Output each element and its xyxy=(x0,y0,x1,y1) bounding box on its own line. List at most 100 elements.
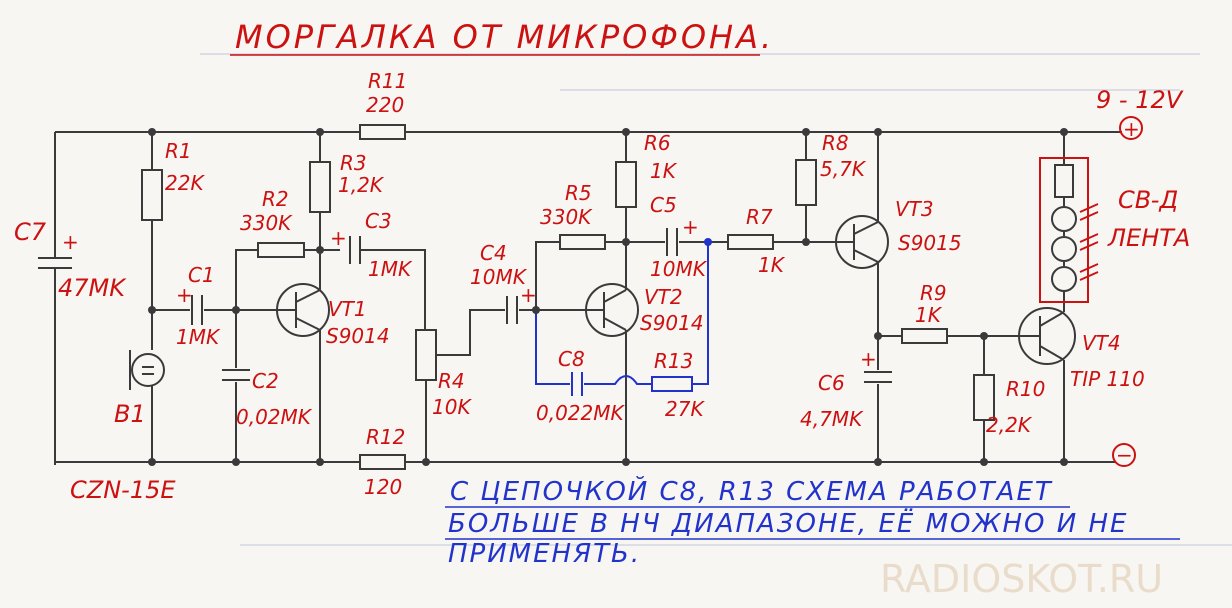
resistor-r11 xyxy=(359,124,406,140)
r4-label: R4 xyxy=(438,369,465,393)
transistor-vt2 xyxy=(585,283,639,462)
capacitor-c4 xyxy=(506,296,518,324)
r7-label: R7 xyxy=(746,205,773,229)
resistor-r1 xyxy=(141,169,163,221)
plus-terminal-label: + xyxy=(1123,117,1140,141)
vt3-model: S9015 xyxy=(898,231,962,255)
vt1-label: VT1 xyxy=(328,297,367,321)
r2-value: 330K xyxy=(240,211,293,235)
r13-chain-wire-right xyxy=(692,242,709,385)
r2-label: R2 xyxy=(262,187,289,211)
capacitor-c5 xyxy=(666,228,678,256)
c1-value: 1MK xyxy=(176,325,221,349)
b1-label: B1 xyxy=(114,400,146,428)
capacitor-c6 xyxy=(864,371,892,383)
r10-label: R10 xyxy=(1006,377,1045,401)
capacitor-c8 xyxy=(571,372,583,396)
r11-label: R11 xyxy=(368,69,407,93)
led-strip xyxy=(1051,164,1077,300)
c4-label: C4 xyxy=(480,241,507,265)
note-line-2: БОЛЬШЕ В НЧ ДИАПАЗОНЕ, ЕЁ МОЖНО И НЕ xyxy=(448,507,1128,539)
resistor-r5 xyxy=(559,234,606,250)
vt2-model: S9014 xyxy=(640,311,704,335)
watermark: RADIOSKOT.RU xyxy=(880,557,1163,601)
c6-label: C6 xyxy=(818,371,845,395)
resistor-r6 xyxy=(615,161,637,208)
r1-value: 22K xyxy=(165,171,205,195)
capacitor-c7 xyxy=(38,257,72,269)
r3-label: R3 xyxy=(340,151,367,175)
r7-value: 1K xyxy=(758,253,786,277)
c1-label: C1 xyxy=(188,263,215,287)
mic-model: CZN-15E xyxy=(70,476,176,504)
resistor-r2 xyxy=(257,242,305,258)
c7-value: 47MK xyxy=(58,274,127,302)
c1-plus: + xyxy=(176,283,193,307)
r13-value: 27K xyxy=(665,397,705,421)
r5-label: R5 xyxy=(565,181,592,205)
c4-value: 10MK xyxy=(470,265,528,289)
transistor-vt3 xyxy=(835,132,889,370)
r5-wire-left xyxy=(535,241,560,310)
capacitor-c1 xyxy=(191,295,203,325)
led-label-1: CB-Д xyxy=(1118,186,1178,214)
r13-label: R13 xyxy=(654,349,693,373)
led-strip-frame xyxy=(1039,157,1089,303)
r12-value: 120 xyxy=(364,475,402,499)
r3-value: 1,2K xyxy=(338,173,385,197)
r9-value: 1K xyxy=(915,303,943,327)
r4-value: 10K xyxy=(432,395,472,419)
resistor-r12 xyxy=(359,454,406,470)
vt4-model: TIP 110 xyxy=(1070,367,1145,391)
r9-label: R9 xyxy=(920,281,947,305)
c8-r13-crossover xyxy=(584,375,652,385)
r12-label: R12 xyxy=(366,425,405,449)
resistor-r9 xyxy=(901,328,948,344)
c7-label: C7 xyxy=(14,218,47,246)
r6-value: 1K xyxy=(650,159,678,183)
note-line-3: ПРИМЕНЯТЬ. xyxy=(448,539,641,569)
microphone-b1 xyxy=(129,350,165,462)
resistor-r3 xyxy=(309,161,331,213)
transistor-vt1 xyxy=(276,283,330,462)
r5-value: 330K xyxy=(540,205,593,229)
r11-value: 220 xyxy=(366,93,404,117)
c5-plus: + xyxy=(682,215,699,239)
c5-value: 10MK xyxy=(650,257,708,281)
supply-voltage-label: 9 - 12V xyxy=(1096,86,1184,114)
c3-value: 1MK xyxy=(368,257,413,281)
c8-value: 0,022MK xyxy=(536,401,626,425)
r4-wiper-wire xyxy=(436,309,505,356)
r6-label: R6 xyxy=(644,131,671,155)
r8-value: 5,7K xyxy=(820,157,867,181)
r8-label: R8 xyxy=(822,131,849,155)
capacitor-c2 xyxy=(222,369,250,381)
r10-value: 2,2K xyxy=(986,413,1033,437)
c4-plus: + xyxy=(520,283,537,307)
vt3-label: VT3 xyxy=(895,197,934,221)
c6-plus: + xyxy=(860,347,877,371)
plus-terminal: + xyxy=(1119,116,1143,141)
vt4-label: VT4 xyxy=(1082,331,1121,355)
capacitor-c3 xyxy=(349,236,361,264)
r1-label: R1 xyxy=(165,139,192,163)
c7-plus: + xyxy=(62,230,79,254)
c3-plus: + xyxy=(330,226,347,250)
c8-label: C8 xyxy=(558,347,585,371)
minus-terminal: − xyxy=(1112,443,1136,467)
vt2-label: VT2 xyxy=(644,285,683,309)
chain-junction xyxy=(704,238,712,246)
c5-label: C5 xyxy=(650,193,677,217)
resistor-r13 xyxy=(651,376,693,392)
r2-wire-left xyxy=(235,249,258,310)
junction-dots xyxy=(148,128,1068,466)
c8-chain-wire-left xyxy=(535,310,570,385)
resistor-r8 xyxy=(795,159,817,206)
c3-wire-right xyxy=(360,249,426,330)
led-label-2: ЛЕНТА xyxy=(1107,224,1190,252)
c6-value: 4,7MK xyxy=(800,407,864,431)
led-glow-arrows xyxy=(1079,203,1099,281)
c3-label: C3 xyxy=(365,209,392,233)
